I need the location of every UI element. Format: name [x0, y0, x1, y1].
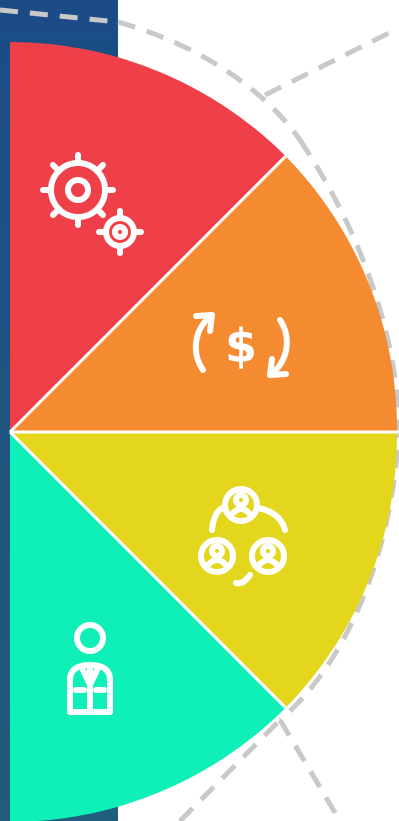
- dashed-bottom-right-line: [277, 718, 343, 821]
- dashed-bottom-left-line: [178, 718, 282, 821]
- dashed-decoration: [0, 7, 399, 821]
- businessman-icon: [67, 622, 113, 715]
- dashed-top-line: [0, 7, 119, 25]
- dashed-top-arc: [117, 19, 303, 142]
- dashed-right-arc: [297, 138, 399, 421]
- dashed-top-right-line: [263, 25, 399, 98]
- wedge-settings: [10, 42, 286, 432]
- wedge-finance: [10, 156, 398, 432]
- wedge-dividers: [8, 155, 399, 709]
- people-cycle-icon: [198, 486, 288, 587]
- wedge-network: [10, 432, 398, 708]
- dollar-refresh-icon: $: [192, 312, 290, 378]
- dollar-symbol: $: [225, 319, 257, 373]
- dashed-right-lower-arc: [278, 419, 399, 722]
- wedge-person: [10, 432, 286, 821]
- gears-icon: [40, 152, 144, 256]
